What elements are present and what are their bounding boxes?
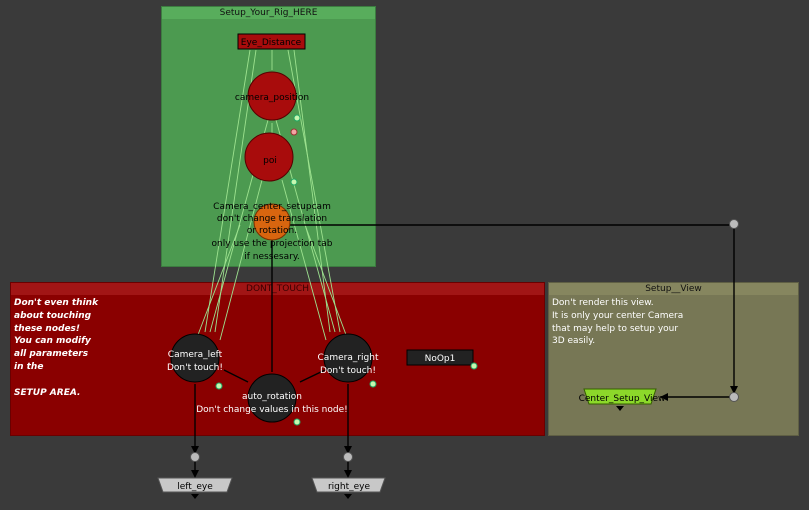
mask-input-dot <box>293 114 301 122</box>
eye-distance-node[interactable]: Eye_Distance <box>237 33 306 50</box>
node-label: right_eye <box>328 482 371 492</box>
node-label: Don't touch! <box>320 366 376 376</box>
noop-node[interactable]: NoOp1 <box>406 349 478 370</box>
node-label: don't change translation <box>217 214 327 224</box>
node-label: Eye_Distance <box>241 38 302 48</box>
dont-touch-note: Don't even think about touching these no… <box>14 298 99 398</box>
node-label: NoOp1 <box>425 354 456 364</box>
node-label: or rotation. <box>247 226 297 236</box>
node-label: Don't touch! <box>167 363 223 373</box>
center-setup-view-node[interactable]: Center_Setup_View <box>579 388 666 411</box>
node-label: auto_rotation <box>242 392 302 402</box>
dot-node[interactable] <box>729 219 739 229</box>
backdrop-title: DONT_TOUCH <box>11 283 544 295</box>
mask-input-dot <box>293 418 301 426</box>
camera-center-node[interactable]: Camera_center_setupcam don't change tran… <box>212 202 333 262</box>
mask-input-dot <box>215 382 223 390</box>
node-label: poi <box>263 156 277 166</box>
wires <box>191 224 738 478</box>
dot-node[interactable] <box>190 452 200 462</box>
node-label: if nessesary. <box>244 252 300 262</box>
mask-input-dot <box>369 380 377 388</box>
right-eye-node[interactable]: right_eye <box>311 477 386 499</box>
left-eye-node[interactable]: left_eye <box>157 477 233 499</box>
camera-right-node[interactable]: Camera_right Don't touch! <box>318 333 379 388</box>
poi-node[interactable]: poi <box>244 132 298 186</box>
node-label: Camera_left <box>168 350 223 360</box>
camera-position-node[interactable]: camera_position <box>235 71 309 136</box>
backdrop-setup-view[interactable]: Setup__View <box>548 282 799 436</box>
setup-view-note: Don't render this view. It is only your … <box>552 298 684 347</box>
dot-node[interactable] <box>343 452 353 462</box>
mask-input-dot <box>470 362 478 370</box>
node-label: Don't change values in this node! <box>196 405 348 415</box>
camera-left-node[interactable]: Camera_left Don't touch! <box>167 333 223 390</box>
node-label: Camera_center_setupcam <box>213 202 331 212</box>
node-label: Center_Setup_View <box>579 394 666 404</box>
dot-node[interactable] <box>729 392 739 402</box>
node-label: left_eye <box>177 482 213 492</box>
mask-input-dot <box>290 178 298 186</box>
node-label: camera_position <box>235 93 309 103</box>
expression-links <box>195 49 349 341</box>
auto-rotation-node[interactable]: auto_rotation Don't change values in thi… <box>196 373 348 426</box>
node-label: only use the projection tab <box>212 239 333 249</box>
backdrop-title: Setup__View <box>549 283 798 295</box>
backdrop-title: Setup_Your_Rig_HERE <box>162 7 375 19</box>
expression-dot <box>290 128 298 136</box>
node-label: Camera_right <box>318 353 379 363</box>
